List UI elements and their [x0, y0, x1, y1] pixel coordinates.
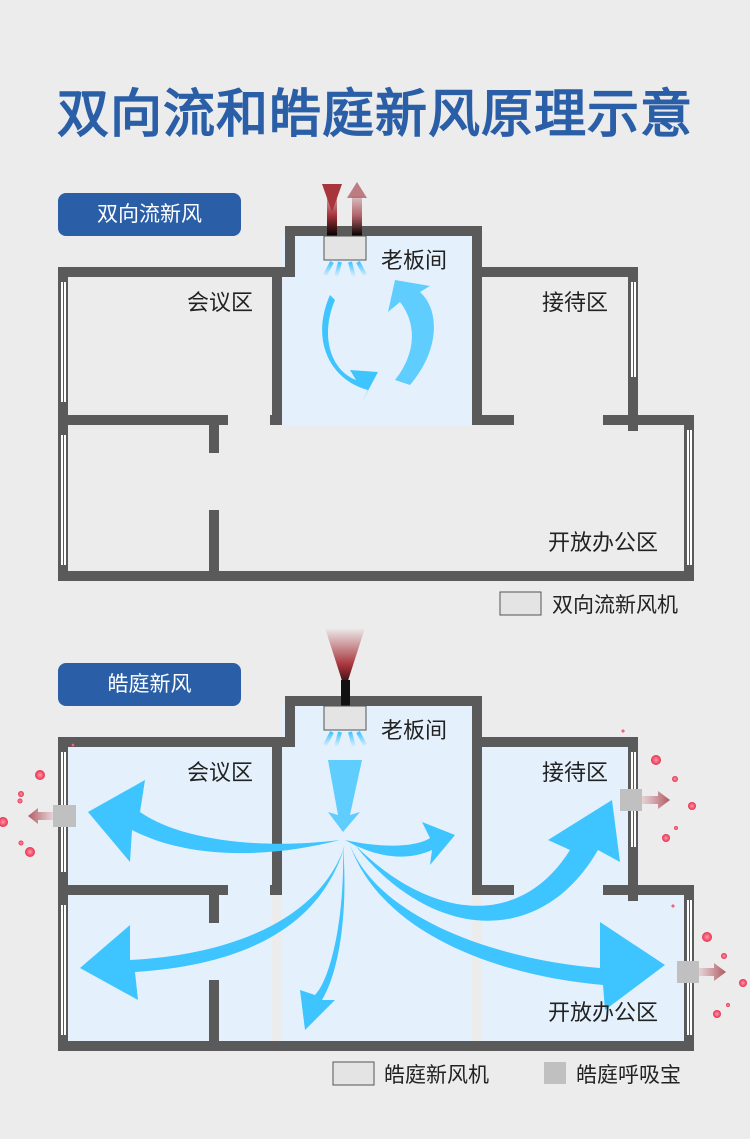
- room-label-reception: 接待区: [542, 291, 608, 316]
- intake-arrow: [325, 628, 365, 690]
- intake-arrow-head: [322, 184, 342, 212]
- room-label-reception: 接待区: [542, 761, 608, 786]
- legend-haoting-unit: 皓庭新风机: [384, 1063, 489, 1087]
- exhaust-arrow: [352, 196, 362, 236]
- room-label-boss: 老板间: [381, 249, 447, 274]
- exhaust-arrow-head: [347, 182, 367, 198]
- legend-unit-icon: [332, 1061, 375, 1086]
- breather-icon: [53, 805, 76, 827]
- circulation-arrow-up: [388, 280, 434, 385]
- section1-badge: 双向流新风: [58, 193, 241, 236]
- airflow-fan-icon: [323, 261, 367, 278]
- room-label-boss: 老板间: [381, 719, 447, 744]
- circulation-arrow-down: [322, 295, 378, 402]
- legend-bidirectional: 双向流新风机: [552, 593, 678, 617]
- legend-unit-icon: [499, 591, 542, 616]
- exhaust-arrow: [642, 791, 670, 809]
- room-label-open: 开放办公区: [548, 1001, 658, 1026]
- breather-icon: [620, 789, 642, 811]
- haoting-unit-icon: [323, 705, 367, 731]
- room-label-meeting: 会议区: [187, 291, 253, 316]
- section2-badge: 皓庭新风: [58, 663, 241, 706]
- boss-room-fill: [282, 236, 472, 425]
- exhaust-arrow: [28, 808, 53, 824]
- legend-breather-icon: [544, 1062, 566, 1084]
- room-label-meeting: 会议区: [187, 761, 253, 786]
- page-title: 双向流和皓庭新风原理示意: [56, 85, 693, 145]
- breather-units: [28, 789, 726, 983]
- legend-breather: 皓庭呼吸宝: [576, 1063, 681, 1087]
- plan-haoting: 老板间 会议区 接待区 开放办公区 皓庭新风机 皓庭呼吸宝: [0, 628, 747, 1087]
- pollutant-particles: [0, 729, 747, 1018]
- plan-bidirectional: 老板间 会议区 接待区 开放办公区 双向流新风机: [58, 182, 694, 617]
- airflow-arrows: [80, 760, 665, 1030]
- exhaust-arrow: [699, 963, 726, 981]
- room-label-open: 开放办公区: [548, 531, 658, 556]
- breather-icon: [677, 961, 699, 983]
- bidirectional-unit-icon: [323, 235, 367, 261]
